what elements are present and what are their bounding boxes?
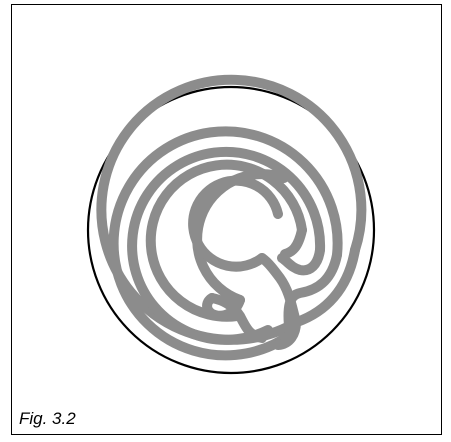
labyrinth-wall-4-return [285, 230, 302, 254]
labyrinth-wall-6 [193, 181, 278, 267]
figure-caption: Fig. 3.2 [19, 410, 76, 427]
